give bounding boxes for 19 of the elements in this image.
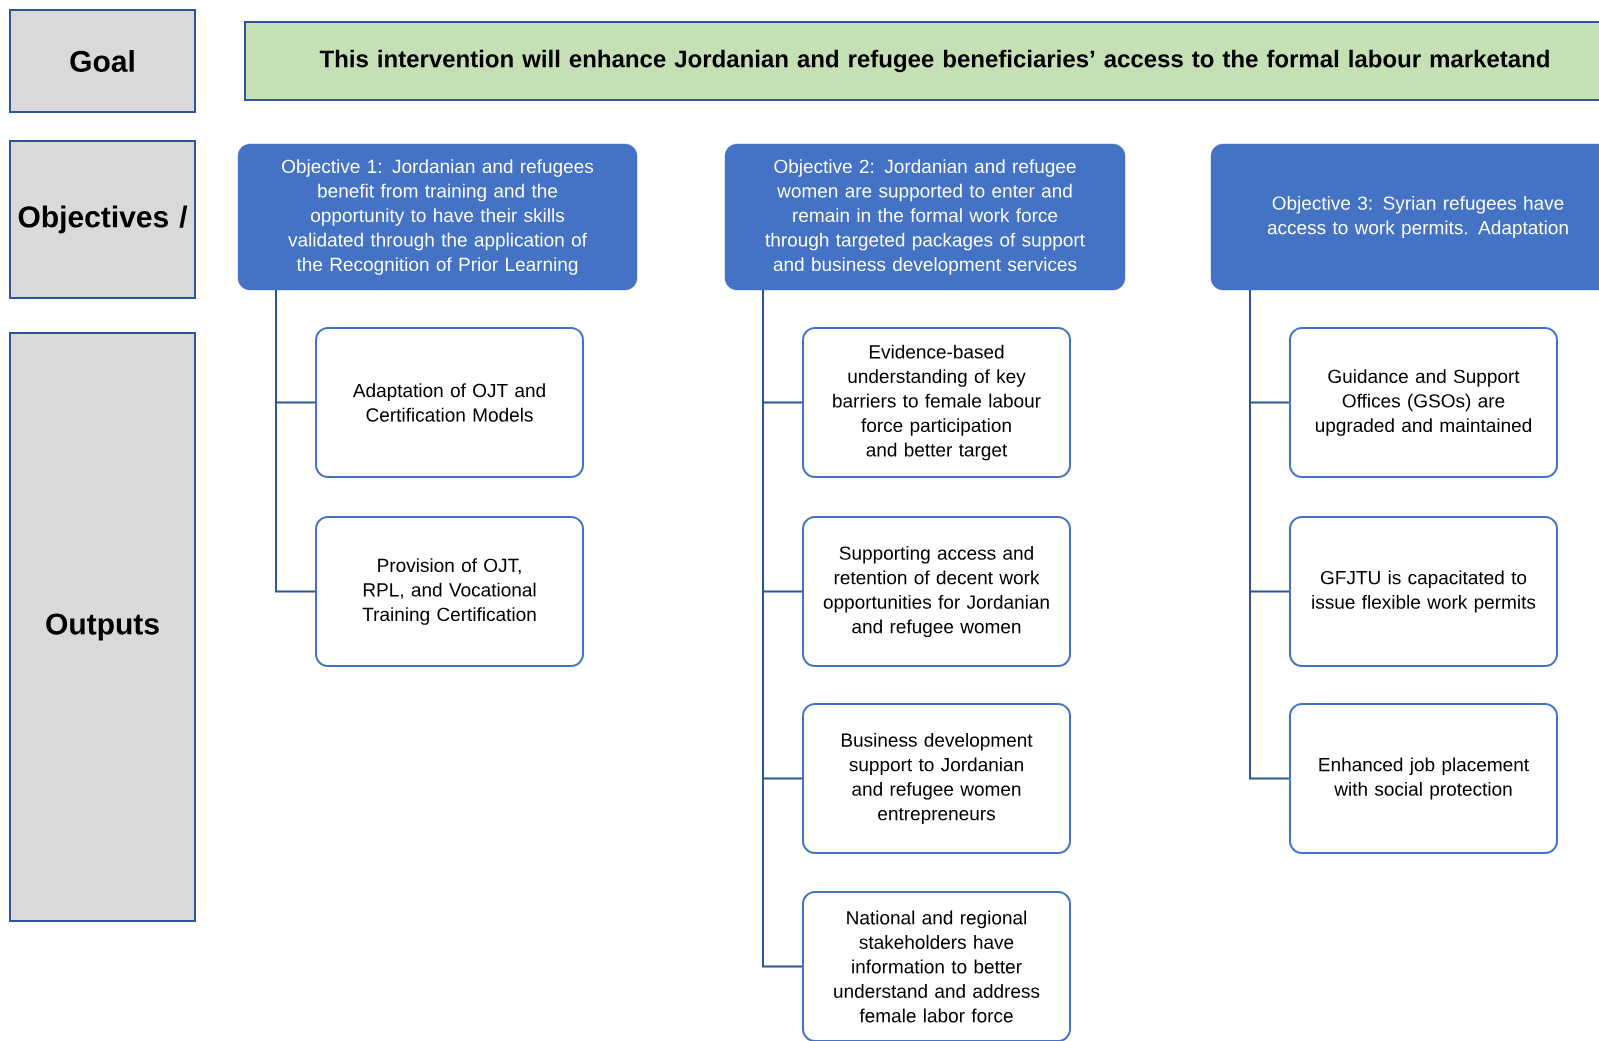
objective-box: Objective 2: Jordanian and refugee women are supported to enter and remain in the formal work force through targeted packages of support and business development services xyxy=(724,143,1126,291)
output-box: Enhanced job placement with social protection xyxy=(1289,703,1558,854)
output-box: Provision of OJT, RPL, and Vocational Training Certification xyxy=(315,516,584,667)
goal-box: This intervention will enhance Jordanian and refugee beneficiaries’ access to the formal labour marketand xyxy=(244,21,1599,101)
output-box: GFJTU is capacitated to issue flexible work permits xyxy=(1289,516,1558,667)
output-box: Evidence-based understanding of key barriers to female labour force participation and better target xyxy=(802,327,1071,478)
objective-box: Objective 3: Syrian refugees have access to work permits. Adaptation xyxy=(1210,143,1599,291)
connector xyxy=(1249,289,1290,780)
row-heading-box: Outputs xyxy=(9,332,196,922)
connector xyxy=(275,289,316,593)
output-box: National and regional stakeholders have information to better understand and address female labor force xyxy=(802,891,1071,1041)
output-box: Guidance and Support Offices (GSOs) are upgraded and maintained xyxy=(1289,327,1558,478)
output-box: Supporting access and retention of decent work opportunities for Jordanian and refugee women xyxy=(802,516,1071,667)
output-box: Adaptation of OJT and Certification Models xyxy=(315,327,584,478)
connector xyxy=(762,289,803,968)
row-heading-box: Goal xyxy=(9,9,196,113)
row-heading-box: Objectives / xyxy=(9,140,196,299)
output-box: Business development support to Jordanian and refugee women entrepreneurs xyxy=(802,703,1071,854)
objective-box: Objective 1: Jordanian and refugees benefit from training and the opportunity to have their skills validated through the application of the Recognition of Prior Learning xyxy=(237,143,638,291)
